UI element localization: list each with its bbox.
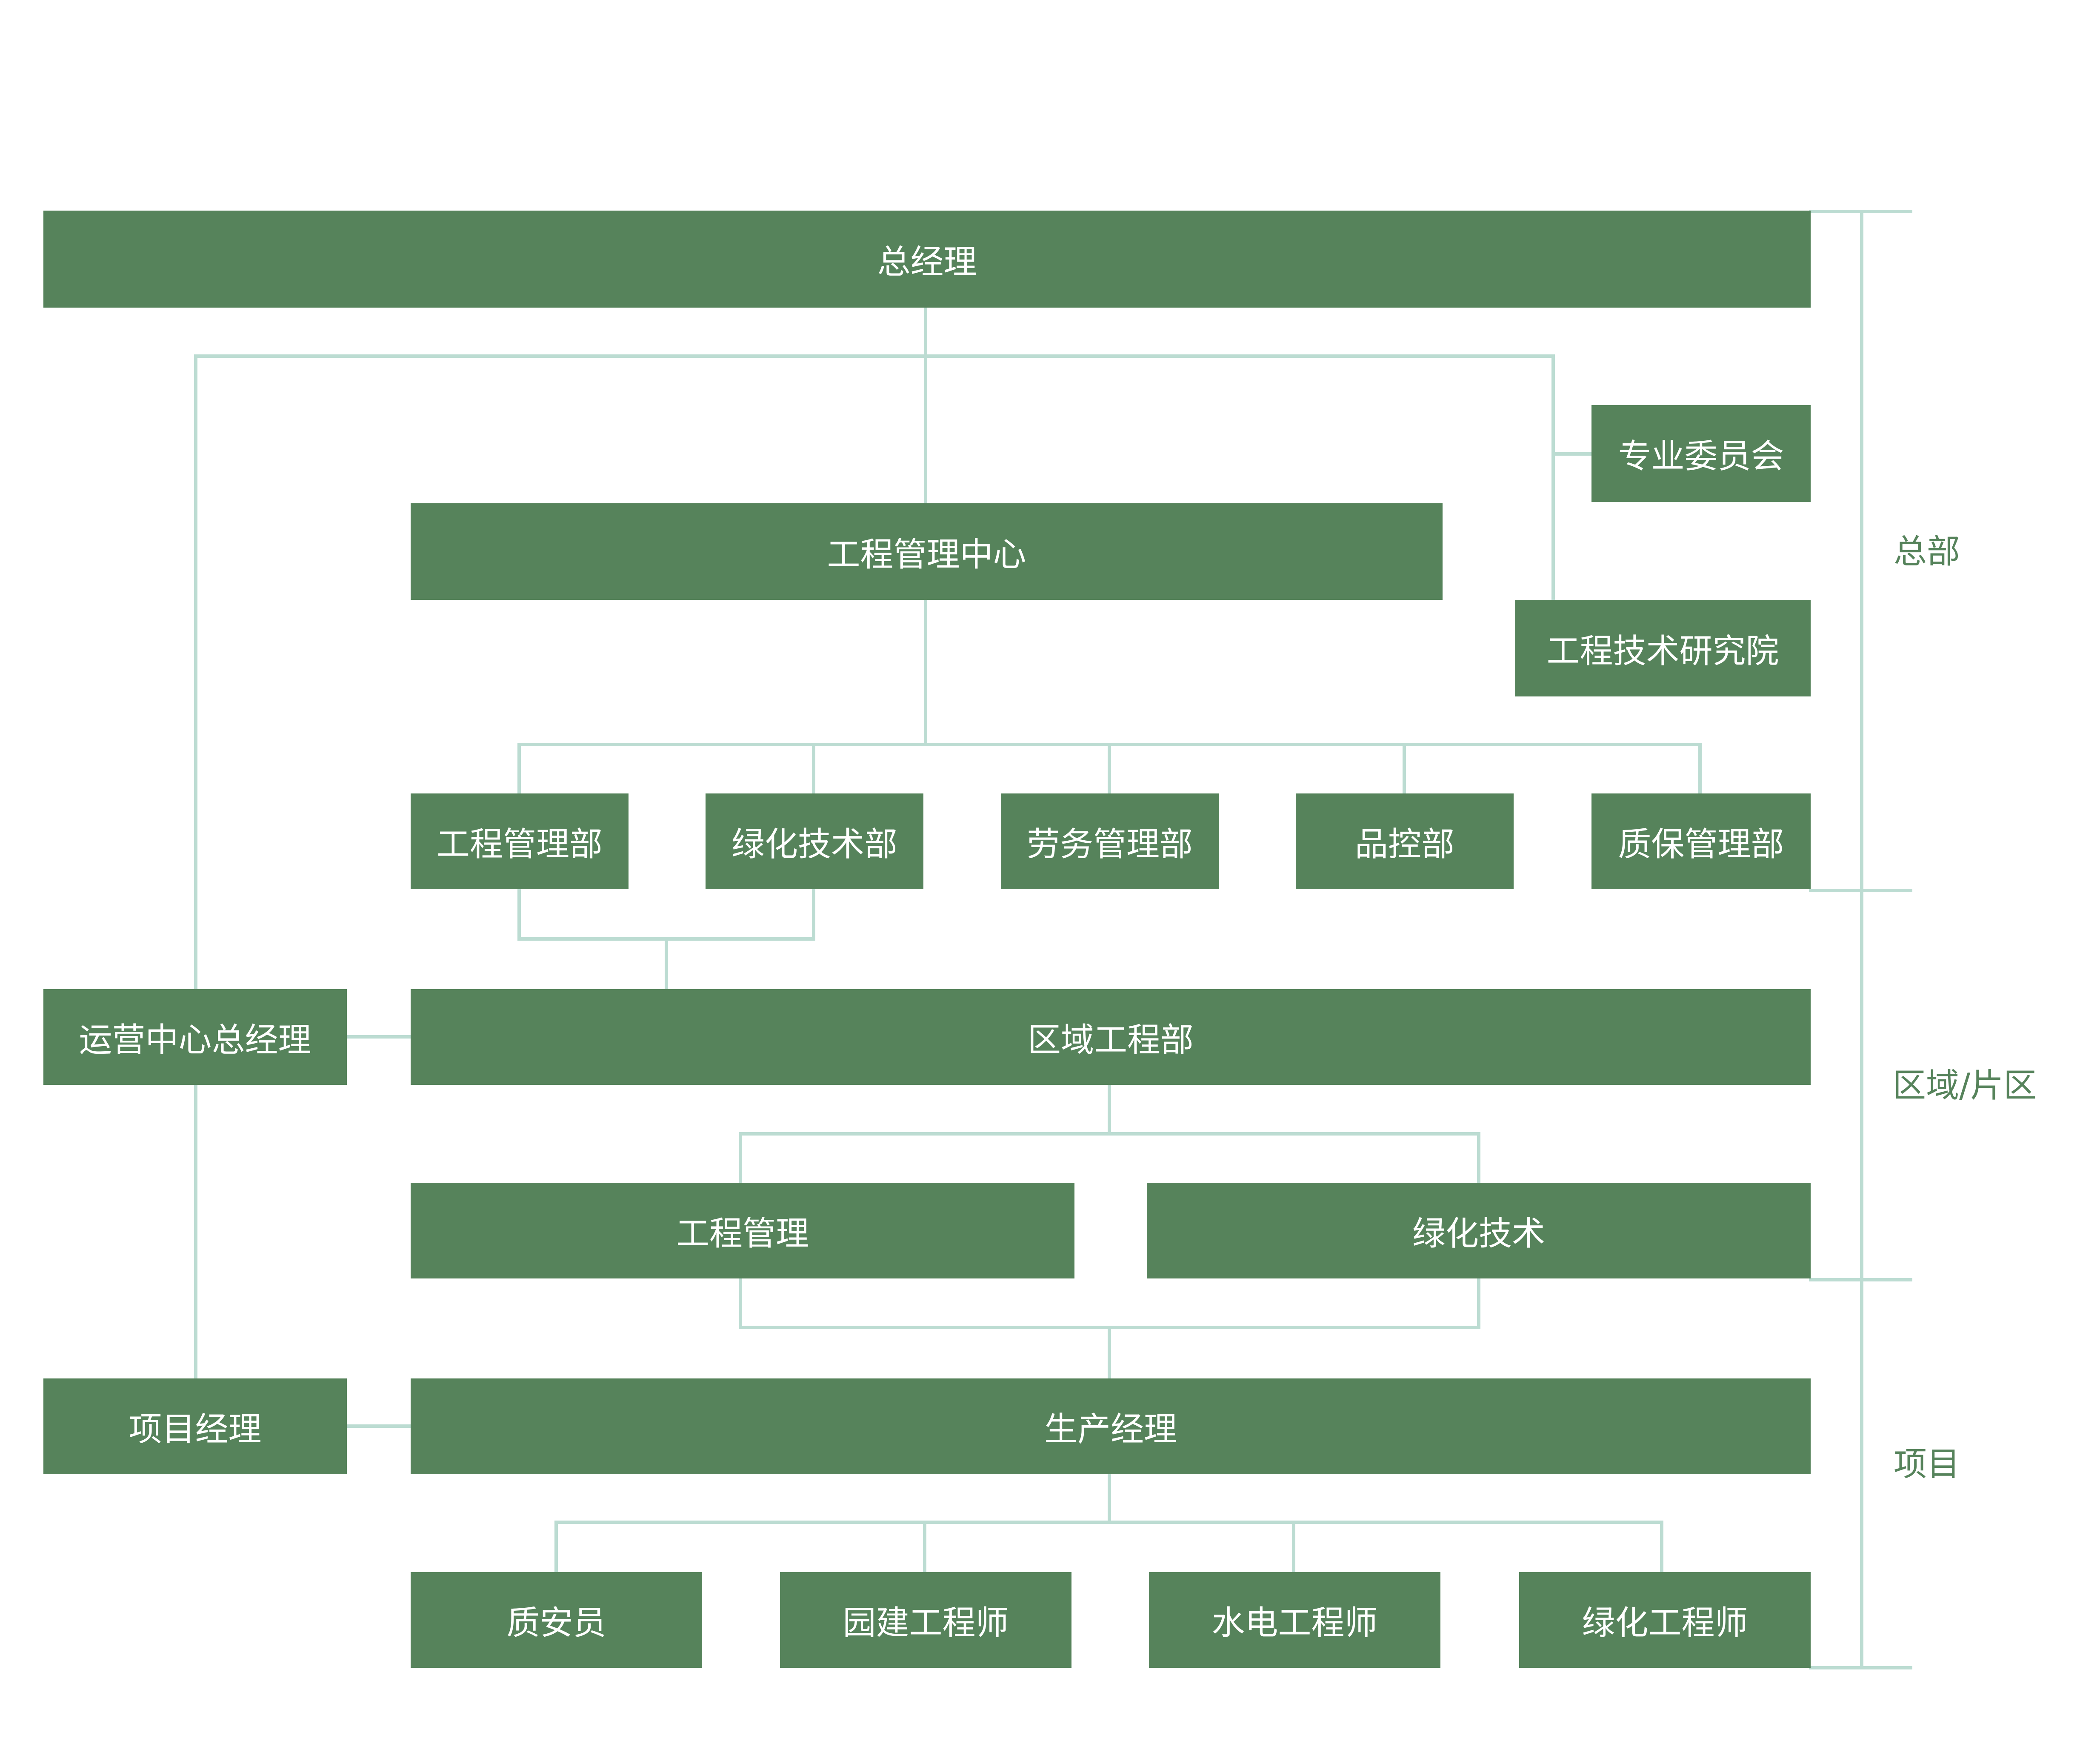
tier-label-project: 项目 xyxy=(1894,1445,1960,1484)
node-dept-quality-control: 品控部 xyxy=(1296,793,1514,889)
node-regional-engineering: 区域工程部 xyxy=(411,989,1811,1085)
node-operations-center-gm: 运营中心总经理 xyxy=(43,989,347,1085)
node-dept-engineering: 工程管理部 xyxy=(411,793,629,889)
node-dept-labor: 劳务管理部 xyxy=(1001,793,1219,889)
node-greening-technology: 绿化技术 xyxy=(1147,1183,1811,1278)
node-mep-engineer: 水电工程师 xyxy=(1149,1572,1440,1668)
node-engineering-research-institute: 工程技术研究院 xyxy=(1515,600,1811,696)
node-engineering-management-center: 工程管理中心 xyxy=(411,503,1443,600)
node-professional-committee: 专业委员会 xyxy=(1591,405,1811,502)
tier-label-region: 区域/片区 xyxy=(1893,1067,2037,1105)
node-engineering-management: 工程管理 xyxy=(411,1183,1074,1278)
node-dept-warranty: 质保管理部 xyxy=(1591,793,1811,889)
node-production-manager: 生产经理 xyxy=(411,1378,1811,1474)
node-safety-officer: 质安员 xyxy=(411,1572,702,1668)
node-greening-engineer: 绿化工程师 xyxy=(1519,1572,1811,1668)
node-project-manager: 项目经理 xyxy=(43,1378,347,1474)
node-dept-greening-tech: 绿化技术部 xyxy=(706,793,923,889)
node-general-manager: 总经理 xyxy=(43,211,1811,308)
tier-label-headquarters: 总部 xyxy=(1894,533,1960,571)
node-landscape-engineer: 园建工程师 xyxy=(780,1572,1071,1668)
